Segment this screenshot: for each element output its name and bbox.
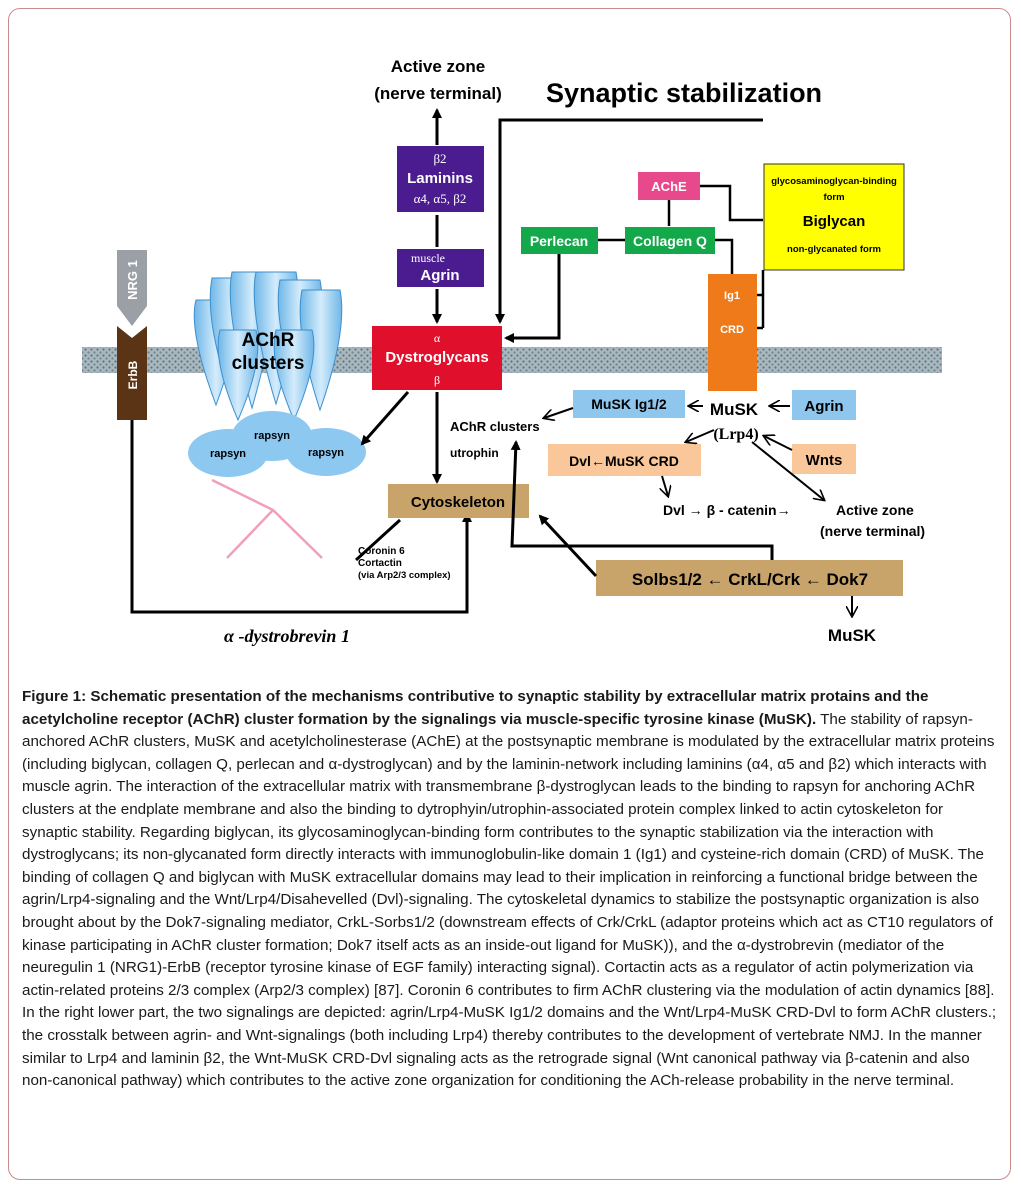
musk-bottom-label: MuSK — [828, 626, 877, 645]
musk-label: MuSK — [710, 400, 759, 419]
dystroglycans-alpha: α — [434, 331, 441, 345]
diagram: Synaptic stabilization Active zone (nerv… — [82, 57, 942, 646]
ache-box — [638, 172, 700, 200]
laminins-sub: α4, α5, β2 — [414, 191, 467, 206]
diagram-title: Synaptic stabilization — [546, 78, 822, 108]
link-collagen-musk — [715, 238, 734, 282]
musk-ig12-box — [573, 390, 685, 418]
caption-text: The stability of rapsyn-anchored AChR cl… — [22, 710, 997, 1090]
achr-clusters-line1: AChR — [242, 330, 295, 351]
wnts-box — [792, 444, 856, 474]
nrg1-label: NRG 1 — [125, 260, 140, 300]
erbb-bar — [117, 326, 147, 420]
achr-channels — [193, 271, 343, 422]
lrp4-label: (Lrp4) — [713, 426, 758, 443]
active-zone-top-line2: (nerve terminal) — [374, 84, 502, 103]
biglycan-name: Biglycan — [803, 213, 866, 230]
laminins-top: β2 — [433, 151, 446, 166]
musk-ig1-label: Ig1 — [724, 290, 740, 302]
nrg1-box — [117, 250, 147, 306]
biglycan-line1: glycosaminoglycan-binding — [771, 176, 897, 187]
rapsyn-right — [286, 428, 366, 476]
arrow-erbb-cytoskeleton — [130, 420, 472, 614]
nrg1-notch — [117, 306, 147, 326]
caption-title: Figure 1: Schematic presentation of the … — [22, 688, 929, 728]
utrophin-label: utrophin — [450, 446, 499, 460]
arrow-perlecan-dystroglycans — [504, 254, 561, 343]
arrow-dvl-down — [662, 475, 668, 496]
musk-ig12-label: MuSK Ig1/2 — [591, 396, 667, 412]
collagen-q-box — [625, 227, 715, 254]
muscle-agrin-box — [397, 249, 484, 287]
arrow-lrp4-active-zone — [751, 441, 824, 500]
rapsyn-left-label: rapsyn — [210, 448, 246, 460]
dvl-bcatenin-label: Dvl → β - catenin→ — [663, 502, 791, 518]
arrow-ig12-achr — [544, 407, 574, 418]
biglycan-line3: non-glycanated form — [787, 244, 881, 255]
laminins-box — [397, 146, 484, 212]
laminins-name: Laminins — [407, 170, 473, 187]
arrow-biglycan-to-dystroglycans — [495, 118, 763, 324]
achr-clusters-arrow-label: AChR clusters — [450, 419, 540, 434]
erbb-label: ErbB — [126, 360, 140, 389]
musk-crd-label: CRD — [720, 324, 744, 336]
coronin-line2: Cortactin — [358, 558, 402, 569]
active-zone-right-line1: Active zone — [836, 502, 914, 518]
arrow-solbs-cytoskeleton — [538, 514, 598, 578]
collagen-q-label: Collagen Q — [633, 233, 707, 249]
rapsyn-center-label: rapsyn — [254, 430, 290, 442]
solbs-label: Solbs1/2 ← CrkL/Crk ← Dok7 — [632, 570, 868, 589]
coronin-line1: Coronin 6 — [358, 546, 405, 557]
achr-clusters-line2: clusters — [232, 353, 305, 374]
wnts-label: Wnts — [806, 452, 843, 469]
dystroglycans-box — [372, 326, 502, 390]
dvl-musk-crd-box — [548, 444, 701, 476]
figure-frame — [8, 8, 1011, 1180]
cytoskeleton-label: Cytoskeleton — [411, 494, 505, 511]
perlecan-box — [521, 227, 598, 254]
biglycan-box — [763, 163, 905, 271]
solbs-box — [596, 560, 903, 596]
dystroglycans-beta: β — [434, 373, 440, 387]
arrow-coronin-cytoskeleton — [354, 518, 402, 562]
agrin-right-box — [792, 390, 856, 420]
dystrobrevin-label: α -dystrobrevin 1 — [224, 626, 350, 646]
link-ache-biglycan — [700, 184, 763, 222]
arrow-lrp4-dvl — [686, 429, 715, 442]
actin-filaments — [211, 478, 323, 559]
cytoskeleton-box — [388, 484, 529, 518]
figure-caption: Figure 1: Schematic presentation of the … — [22, 686, 1000, 1093]
active-zone-right-line2: (nerve terminal) — [820, 523, 925, 539]
coronin-line3: (via Arp2/3 complex) — [358, 570, 451, 581]
dvl-musk-crd-label: Dvl←MuSK CRD — [569, 453, 679, 469]
ache-label: AChE — [651, 179, 687, 194]
perlecan-label: Perlecan — [530, 233, 588, 249]
arrow-wnts-lrp4 — [764, 436, 793, 451]
agrin-right-label: Agrin — [804, 398, 843, 415]
actin-branch — [226, 509, 274, 559]
active-zone-top-line1: Active zone — [391, 57, 485, 76]
muscle-agrin-name: Agrin — [420, 267, 459, 284]
rapsyn-right-label: rapsyn — [308, 447, 344, 459]
musk-extracellular-box — [708, 274, 757, 391]
arrow-dystroglycans-rapsyn — [360, 391, 410, 446]
dystroglycans-name: Dystroglycans — [385, 349, 488, 366]
biglycan-line2: form — [823, 192, 844, 203]
muscle-agrin-small: muscle — [411, 251, 445, 265]
arrow-solbs-achr — [510, 440, 774, 560]
